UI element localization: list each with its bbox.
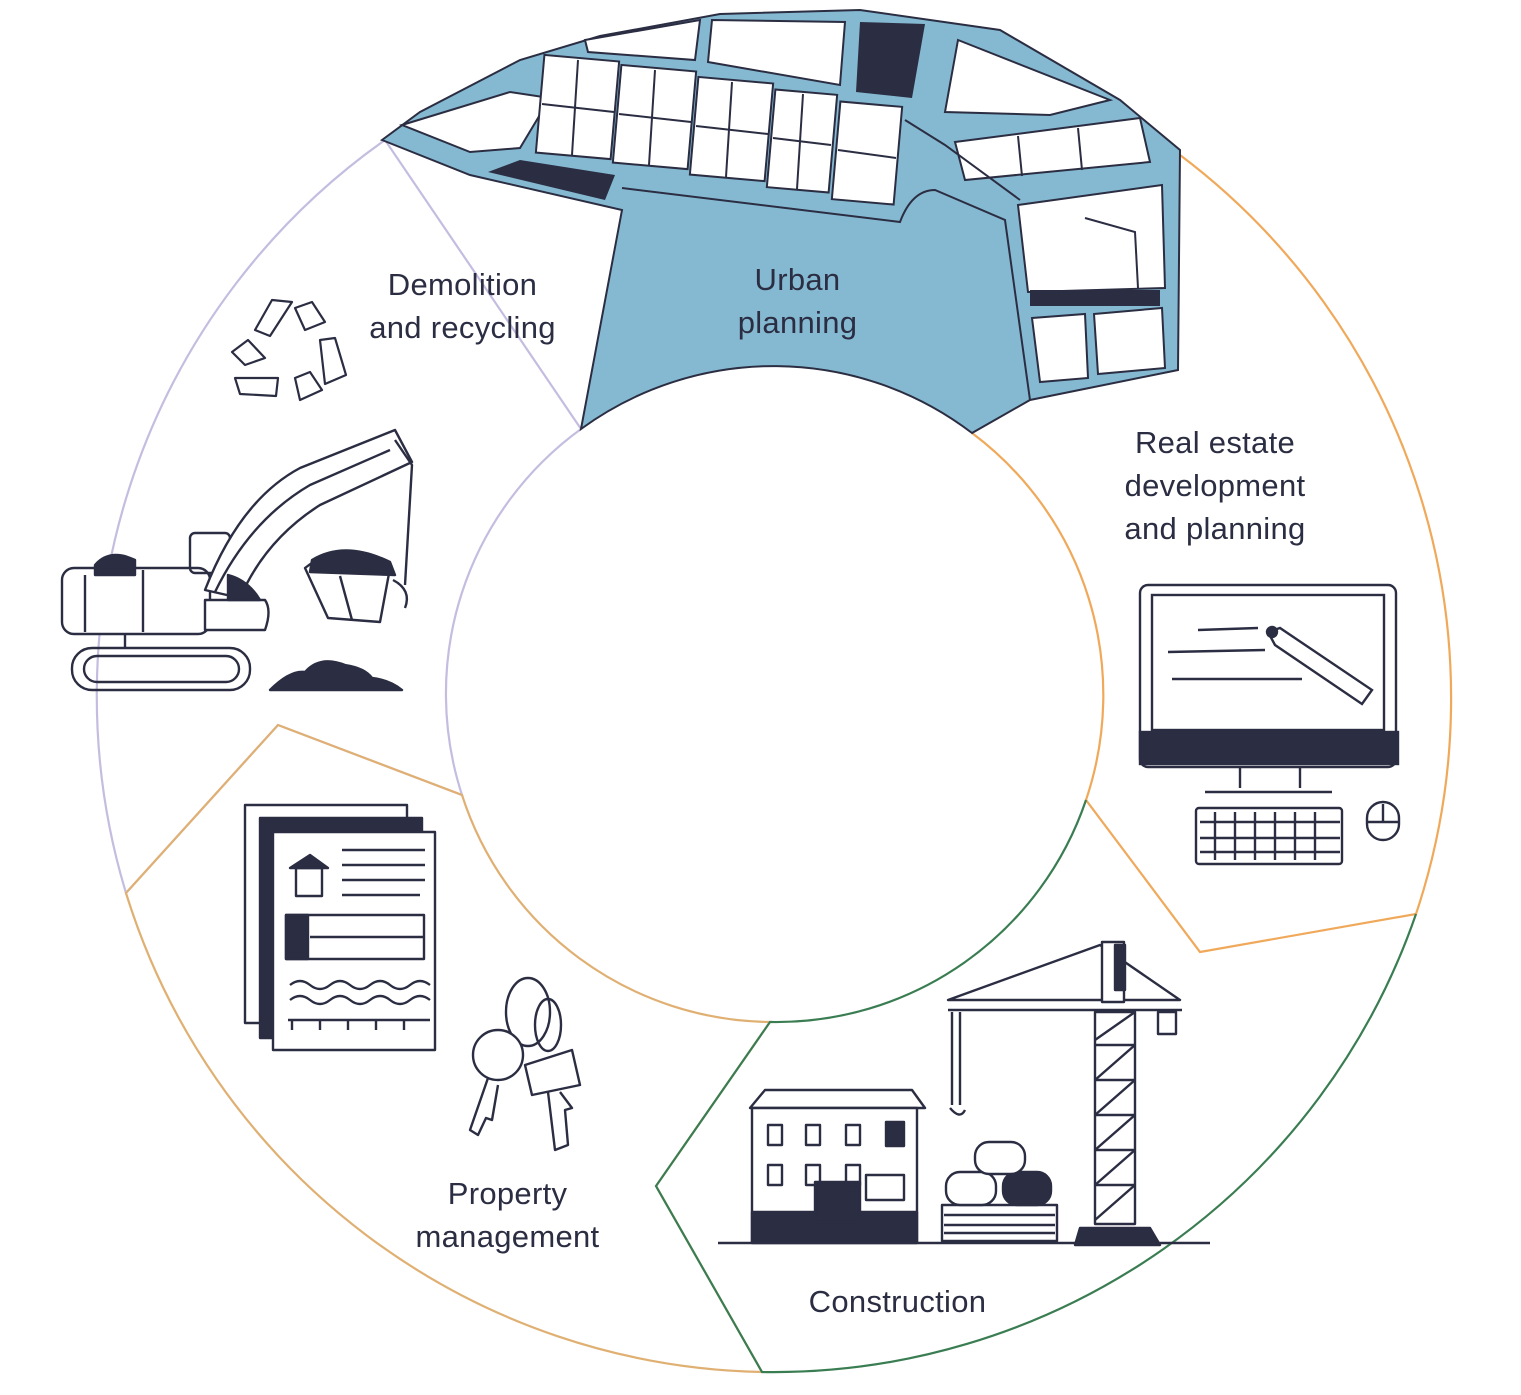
label-line: Real estate <box>1134 425 1296 460</box>
label-line: Demolition <box>387 267 538 302</box>
recycle-icon <box>230 298 348 402</box>
segment-property-management <box>124 723 773 1374</box>
label-line: planning <box>737 305 858 340</box>
label-demolition: Demolition and recycling <box>340 263 585 349</box>
label-line: management <box>415 1219 600 1254</box>
excavator-icon <box>60 428 414 692</box>
segment-real-estate <box>971 154 1453 954</box>
city-map-icon <box>379 8 1182 435</box>
label-urban-planning: Urban planning <box>700 258 895 344</box>
label-line: Construction <box>808 1284 987 1319</box>
label-line: Urban <box>754 262 841 297</box>
label-line: and planning <box>1124 511 1306 546</box>
computer-monitor-icon <box>1138 583 1401 866</box>
documents-and-keys-icon <box>243 803 582 1152</box>
label-construction: Construction <box>770 1280 1025 1323</box>
label-real-estate: Real estate development and planning <box>1095 421 1335 550</box>
label-line: development <box>1124 468 1306 503</box>
segment-construction <box>654 799 1418 1374</box>
segment-demolition <box>95 138 583 896</box>
tower-crane-icon <box>718 940 1210 1247</box>
label-property-management: Property management <box>390 1172 625 1258</box>
label-line: Property <box>447 1176 568 1211</box>
label-line: and recycling <box>369 310 556 345</box>
